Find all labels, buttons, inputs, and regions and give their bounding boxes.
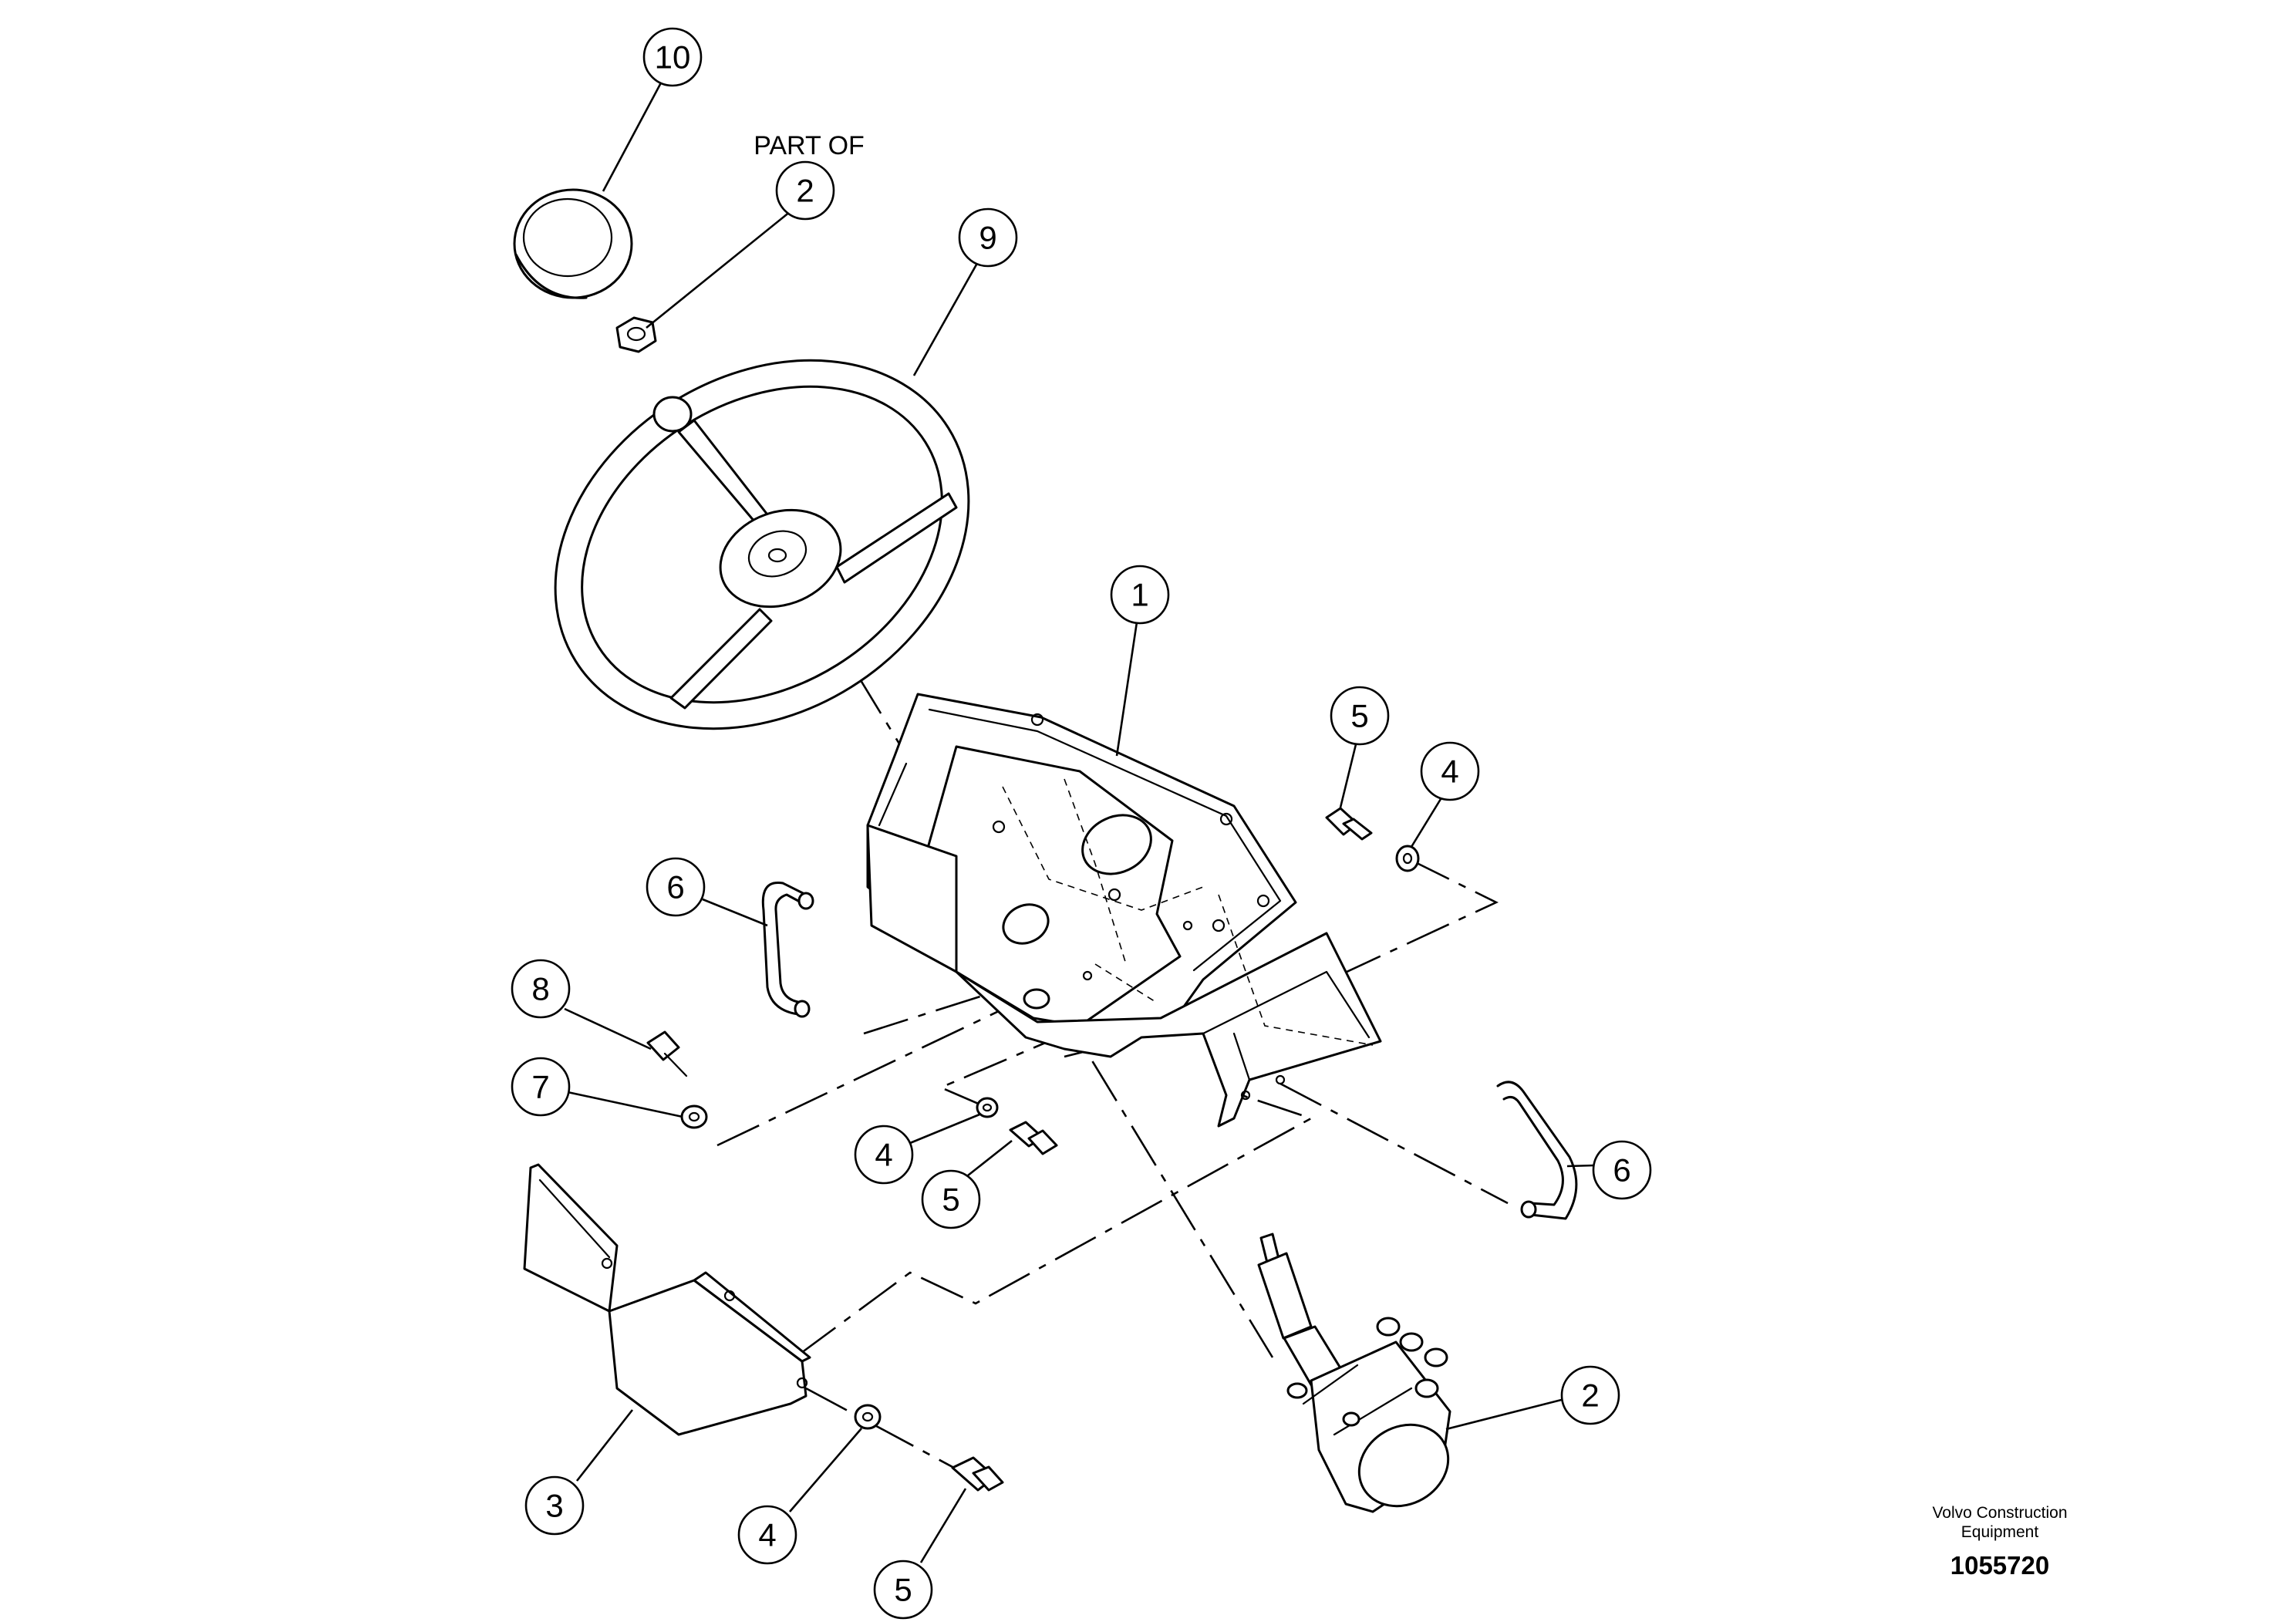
u-tube-right-part-6 xyxy=(1496,1081,1578,1220)
washer-part-7 xyxy=(680,1104,708,1129)
console-part-1 xyxy=(866,693,1382,1128)
callout-8: 8 xyxy=(511,959,571,1019)
washer-lower-part-4 xyxy=(854,1404,882,1430)
drawing-number: 1055720 xyxy=(1950,1551,2049,1580)
svg-text:6: 6 xyxy=(1613,1152,1630,1189)
svg-text:4: 4 xyxy=(758,1517,776,1553)
brand-line-1: Volvo Construction xyxy=(1932,1504,2067,1522)
svg-text:7: 7 xyxy=(531,1069,549,1105)
washer-upper-part-4 xyxy=(1395,845,1420,872)
callout-4-lower: 4 xyxy=(737,1505,797,1565)
callout-6-right: 6 xyxy=(1592,1140,1652,1200)
svg-text:2: 2 xyxy=(1581,1378,1599,1414)
brand-line-2: Equipment xyxy=(1961,1523,2039,1541)
steering-wheel-part-9 xyxy=(554,359,970,730)
bolt-middle-part-5 xyxy=(1009,1121,1058,1155)
svg-text:10: 10 xyxy=(655,39,691,76)
svg-text:4: 4 xyxy=(875,1137,892,1173)
svg-text:4: 4 xyxy=(1441,754,1458,790)
svg-text:5: 5 xyxy=(894,1572,912,1608)
callout-5-upper: 5 xyxy=(1330,686,1390,746)
callout-4-upper: 4 xyxy=(1420,741,1480,801)
callout-5-lower: 5 xyxy=(873,1560,933,1620)
washer-middle-part-4 xyxy=(976,1097,999,1118)
svg-text:3: 3 xyxy=(545,1488,563,1524)
bracket-part-3 xyxy=(523,1163,811,1436)
bolt-lower-part-5 xyxy=(951,1456,1004,1492)
callout-6-left: 6 xyxy=(646,857,706,917)
callout-7: 7 xyxy=(511,1057,571,1117)
leader-lines xyxy=(564,75,1595,1563)
callout-1: 1 xyxy=(1110,565,1170,625)
svg-text:5: 5 xyxy=(1350,698,1368,734)
callout-2-unit: 2 xyxy=(1560,1365,1620,1425)
cap-part-10 xyxy=(513,188,633,299)
u-tube-left-part-6 xyxy=(761,881,814,1018)
svg-text:2: 2 xyxy=(796,173,814,209)
bolt-upper-part-5 xyxy=(1325,807,1373,841)
svg-text:8: 8 xyxy=(531,971,549,1007)
bolt-part-8 xyxy=(646,1030,688,1077)
callout-5-middle: 5 xyxy=(921,1169,981,1229)
svg-text:6: 6 xyxy=(666,869,684,905)
part-of-note: PART OF xyxy=(754,131,865,160)
callout-2-part-of: 2 xyxy=(775,160,835,221)
nut-part-of-2 xyxy=(615,316,657,353)
callout-10: 10 xyxy=(642,27,703,87)
callout-4-middle: 4 xyxy=(854,1125,914,1185)
callout-9: 9 xyxy=(958,207,1018,268)
callout-3: 3 xyxy=(524,1475,585,1536)
svg-text:5: 5 xyxy=(942,1182,959,1218)
svg-text:1: 1 xyxy=(1131,577,1148,613)
svg-text:9: 9 xyxy=(979,220,996,256)
steering-unit-part-2 xyxy=(1257,1233,1451,1513)
